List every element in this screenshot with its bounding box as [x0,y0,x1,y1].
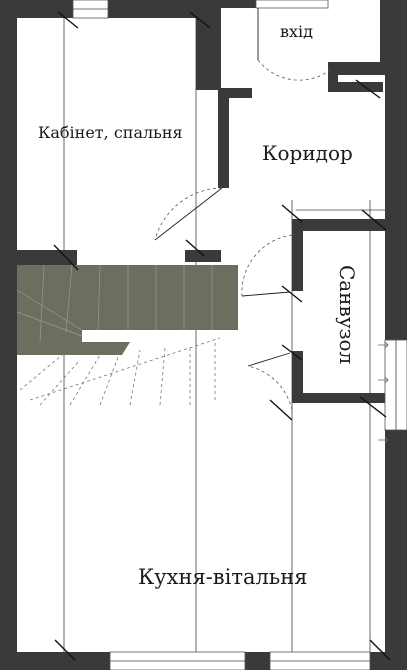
windows [72,0,407,670]
room-label-study-bedroom: Кабінет, спальня [38,123,183,142]
room-label-kitchen-living: Кухня-вітальня [138,565,308,589]
vent-arrows [378,341,389,444]
dimension-ticks [53,11,391,661]
staircase [16,264,238,406]
room-label-entrance: вхід [280,22,313,41]
doors [154,8,331,411]
room-label-bathroom: Санвузол [335,265,359,364]
room-label-corridor: Коридор [262,141,353,165]
